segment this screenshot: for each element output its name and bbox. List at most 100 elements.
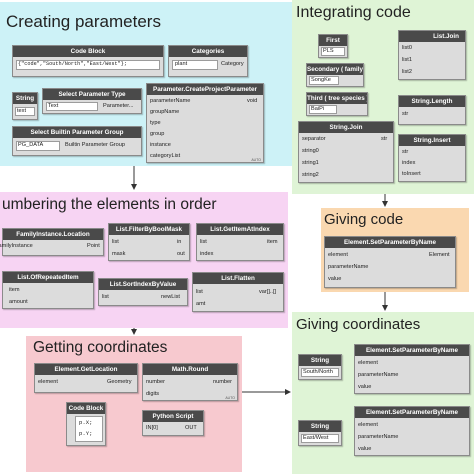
input-port[interactable]: value [358,384,372,390]
input-port[interactable]: str [402,149,409,155]
input-port[interactable]: number [146,379,165,385]
node-string-insert[interactable]: String.Insert str index toInsert [398,134,466,182]
input-port[interactable]: mask [112,251,126,257]
input-port[interactable]: element [358,360,378,366]
input-port[interactable]: str [402,111,409,117]
node-set-parameter-code[interactable]: Element.SetParameterByName element param… [324,236,456,288]
node-filter-bool-mask[interactable]: List.FilterByBoolMask list mask in out [108,223,190,261]
output-port[interactable]: in [177,239,182,245]
third-field[interactable] [309,105,337,114]
output-port[interactable]: Category [221,61,244,67]
node-select-parameter-type[interactable]: Select Parameter Type Text Parameter... [42,88,142,114]
node-of-repeated-item[interactable]: List.OfRepeatedItem item amount [2,271,94,309]
output-port[interactable]: var[]..[] [259,289,277,295]
node-create-project-parameter[interactable]: Parameter.CreateProjectParameter paramet… [146,83,264,163]
input-port[interactable]: parameterName [150,98,191,104]
node-string-length[interactable]: String.Length str [398,95,466,125]
output-port[interactable]: Builtin Parameter Group [65,142,126,148]
node-string-south-north[interactable]: String South/North [298,354,342,380]
string-field[interactable] [15,107,35,116]
output-port[interactable]: Geometry [107,379,132,385]
output-port[interactable]: Parameter... [103,103,134,109]
input-port[interactable]: element [38,379,58,385]
input-port[interactable]: parameterName [328,264,369,270]
output-port[interactable]: out [177,251,185,257]
node-get-item-at-index[interactable]: List.GetItemAtIndex list index item [196,223,284,261]
node-sort-index-by-value[interactable]: List.SortIndexByValue list newList [98,278,188,306]
first-field[interactable] [321,47,345,56]
input-port[interactable]: item [9,287,20,293]
node-element-get-location[interactable]: Element.GetLocation element Geometry [34,363,138,393]
node-string-east-west[interactable]: String East/West [298,420,342,446]
input-port[interactable]: categoryList [150,153,181,159]
input-port[interactable]: string0 [302,148,319,154]
input-port[interactable]: toInsert [402,171,421,177]
code-field[interactable] [16,60,160,70]
node-set-parameter-sn[interactable]: Element.SetParameterByName element param… [354,344,470,394]
output-port[interactable]: number [213,379,232,385]
code-text: {"code","South/North","East/West"}; [18,61,127,67]
node-code-block-xy[interactable]: Code Block p.X; p.Y; [66,402,106,446]
node-title: Element.SetParameterByName [355,407,469,418]
node-categories[interactable]: Categories plant Category [168,45,248,77]
node-title: List.Join [399,31,465,42]
input-port[interactable]: value [358,446,372,452]
node-list-flatten[interactable]: List.Flatten list amt var[]..[] [192,272,284,312]
input-port[interactable]: separator [302,136,326,142]
categories-dropdown[interactable] [172,60,218,70]
output-port[interactable]: str [381,136,388,142]
output-port[interactable]: void [247,98,258,104]
output-port[interactable]: Element [429,252,450,258]
input-port[interactable]: parameterName [358,372,399,378]
input-port[interactable]: amt [196,301,206,307]
node-code-block[interactable]: Code Block {"code","South/North","East/W… [12,45,164,77]
node-familyinstance-location[interactable]: FamilyInstance.Location familyInstance P… [0,228,104,256]
string-value: South/North [303,369,333,375]
builtin-group-dropdown[interactable] [16,141,60,151]
input-port[interactable]: value [328,276,342,282]
node-string-text[interactable]: String text [12,92,38,120]
input-port[interactable]: groupName [150,109,180,115]
node-first[interactable]: First PLS [318,34,348,58]
input-port[interactable]: digits [146,391,160,397]
input-port[interactable]: list1 [402,57,412,63]
input-port[interactable]: amount [9,299,28,305]
input-port[interactable]: index [200,251,214,257]
input-port[interactable]: parameterName [358,434,399,440]
code-line: p.X; [79,419,93,426]
input-port[interactable]: type [150,120,161,126]
input-port[interactable]: list [200,239,207,245]
input-port[interactable]: string2 [302,172,319,178]
input-port[interactable]: list [196,289,203,295]
input-port[interactable]: familyInstance [0,243,33,249]
input-port[interactable]: string1 [302,160,319,166]
node-math-round[interactable]: Math.Round number digits number AUTO [142,363,238,401]
node-python-script[interactable]: Python Script IN[0] OUT [142,410,204,436]
node-string-join[interactable]: String.Join separator string0 string1 st… [298,121,394,183]
input-port[interactable]: group [150,131,165,137]
input-port[interactable]: index [402,160,416,166]
input-port[interactable]: element [328,252,348,258]
string-field[interactable] [301,368,339,377]
node-select-builtin-group[interactable]: Select Builtin Parameter Group PG_DATA B… [12,126,142,156]
node-set-parameter-ew[interactable]: Element.SetParameterByName element param… [354,406,470,456]
output-port[interactable]: OUT [185,425,197,431]
input-port[interactable]: list [112,239,119,245]
node-third-species[interactable]: Third ( tree species ) BaiPi [306,92,368,116]
node-list-join[interactable]: List.Join list0 list1 list2 [398,30,466,80]
node-title: List.OfRepeatedItem [3,272,93,283]
parameter-type-dropdown[interactable] [46,102,98,111]
string-field[interactable] [301,434,339,443]
input-port[interactable]: list2 [402,69,412,75]
input-port[interactable]: list0 [402,45,412,51]
output-port[interactable]: newList [161,294,180,300]
input-port[interactable]: instance [150,142,171,148]
input-port[interactable]: list [102,294,109,300]
code-field[interactable] [75,416,103,442]
output-port[interactable]: Point [87,243,100,249]
node-secondary-family[interactable]: Secondary ( family ) SongKe [306,63,364,87]
output-port[interactable]: item [267,239,278,245]
input-port[interactable]: IN[0] [146,425,158,431]
secondary-field[interactable] [309,76,339,85]
input-port[interactable]: element [358,422,378,428]
